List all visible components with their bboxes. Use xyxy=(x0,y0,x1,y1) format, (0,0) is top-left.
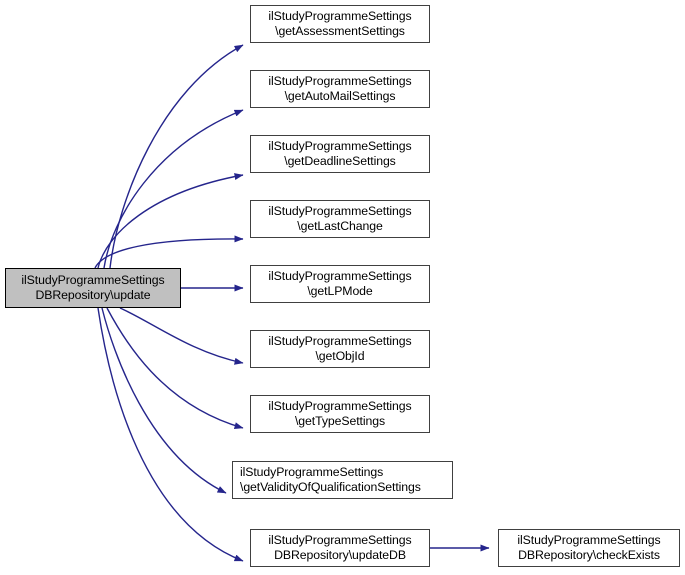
graph-edge-update-to-getValidityOfQualificationSettings xyxy=(101,307,227,494)
graph-node-label-line2: \getAssessmentSettings xyxy=(275,24,405,38)
graph-node-label-line2: DBRepository\updateDB xyxy=(274,548,406,562)
graph-node-getTypeSettings[interactable]: ilStudyProgrammeSettings\getTypeSettings xyxy=(250,395,430,433)
graph-node-label-line2: \getAutoMailSettings xyxy=(284,89,396,103)
graph-node-label-line1: ilStudyProgrammeSettings xyxy=(268,533,412,547)
graph-edge-update-to-getTypeSettings xyxy=(106,307,244,430)
graph-node-label-line2: DBRepository\update xyxy=(35,288,151,302)
graph-node-getObjId[interactable]: ilStudyProgrammeSettings\getObjId xyxy=(250,330,430,368)
graph-node-label-line1: ilStudyProgrammeSettings xyxy=(268,334,412,348)
graph-node-getDeadlineSettings[interactable]: ilStudyProgrammeSettings\getDeadlineSett… xyxy=(250,135,430,173)
graph-node-label-line2: \getObjId xyxy=(315,349,365,363)
graph-node-label-line2: DBRepository\checkExists xyxy=(518,548,660,562)
graph-node-label-line1: ilStudyProgrammeSettings xyxy=(268,9,412,23)
graph-node-getAssessmentSettings[interactable]: ilStudyProgrammeSettings\getAssessmentSe… xyxy=(250,5,430,43)
graph-node-label-line2: \getTypeSettings xyxy=(294,414,385,428)
graph-edge-update-to-getObjId xyxy=(119,307,244,365)
graph-node-getLastChange[interactable]: ilStudyProgrammeSettings\getLastChange xyxy=(250,200,430,238)
graph-edge-update-to-getDeadlineSettings xyxy=(97,173,244,269)
graph-node-getAutoMailSettings[interactable]: ilStudyProgrammeSettings\getAutoMailSett… xyxy=(250,70,430,108)
graph-node-label-line1: ilStudyProgrammeSettings xyxy=(21,273,165,287)
graph-edge-update-to-getAutoMailSettings xyxy=(103,109,244,269)
graph-node-getLPMode[interactable]: ilStudyProgrammeSettings\getLPMode xyxy=(250,265,430,303)
graph-node-label-line1: ilStudyProgrammeSettings xyxy=(268,139,412,153)
graph-node-label-line2: \getValidityOfQualificationSettings xyxy=(240,480,421,494)
graph-node-label-line1: ilStudyProgrammeSettings xyxy=(268,204,412,218)
graph-edge-update-to-getAssessmentSettings xyxy=(109,44,244,269)
graph-node-label-line1: ilStudyProgrammeSettings xyxy=(268,399,412,413)
graph-node-label-line1: ilStudyProgrammeSettings xyxy=(517,533,661,547)
graph-node-label-line2: \getLPMode xyxy=(307,284,373,298)
graph-node-label-line1: ilStudyProgrammeSettings xyxy=(268,269,412,283)
graph-node-label-line2: \getDeadlineSettings xyxy=(284,154,396,168)
graph-node-getValidityOfQualificationSettings[interactable]: ilStudyProgrammeSettings\getValidityOfQu… xyxy=(232,461,453,499)
graph-edge-update-to-updateDB xyxy=(97,307,244,562)
graph-edge-update-to-getLastChange xyxy=(94,235,244,269)
graph-node-label-line1: ilStudyProgrammeSettings xyxy=(240,465,384,479)
graph-node-label-line1: ilStudyProgrammeSettings xyxy=(268,74,412,88)
graph-node-label-line2: \getLastChange xyxy=(297,219,383,233)
